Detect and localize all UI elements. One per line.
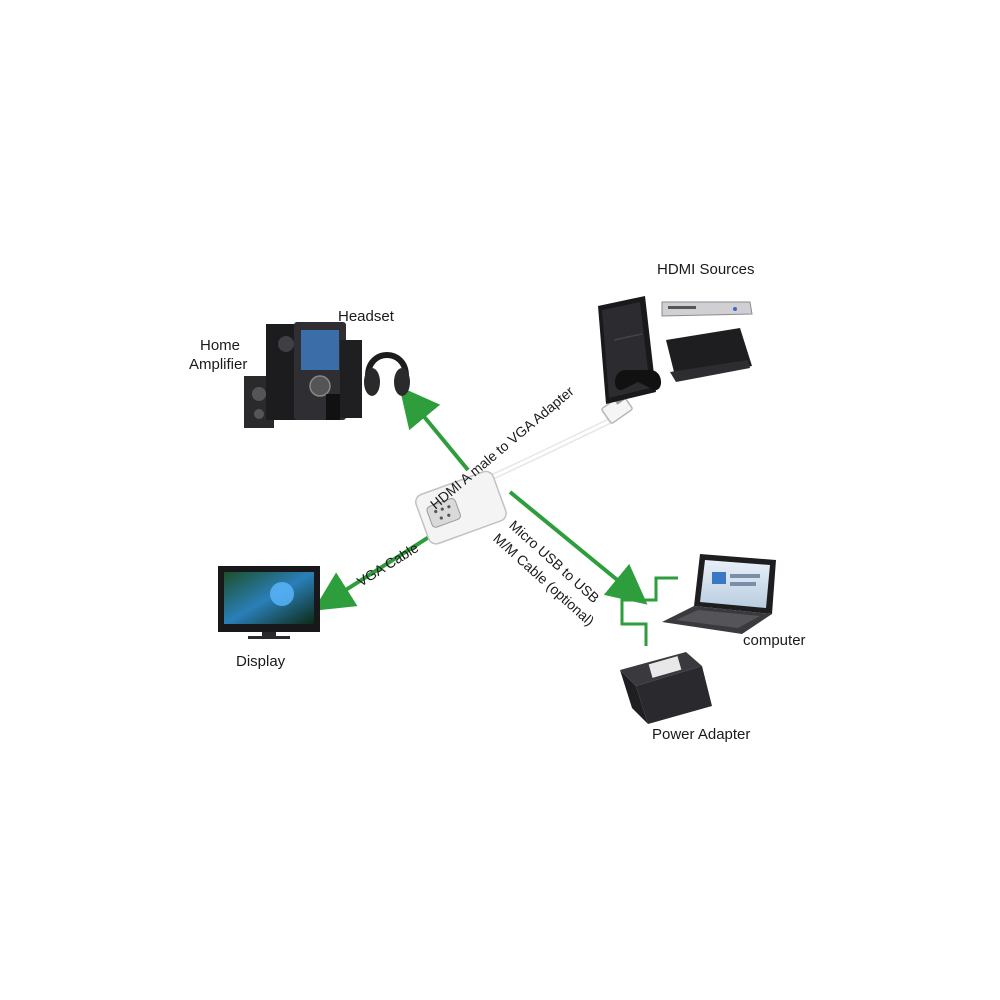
power-adapter-icon (620, 652, 712, 724)
label-power-adapter: Power Adapter (652, 726, 751, 743)
headphones-icon (364, 352, 410, 396)
arrow-to-computer (508, 490, 648, 605)
arrow-to-display (313, 528, 442, 611)
label-computer: computer (743, 632, 806, 649)
computer-power-bracket (620, 576, 678, 646)
label-home-amplifier-line1: Home (200, 337, 241, 354)
slim-console-icon (666, 328, 752, 382)
dvd-player-icon (661, 301, 753, 317)
hdmi-vga-adapter-icon (415, 391, 633, 545)
speaker-system-icon (244, 322, 362, 428)
label-headset: Headset (338, 308, 394, 325)
label-hdmi-sources: HDMI Sources (657, 261, 755, 278)
laptop-icon (662, 554, 776, 634)
label-home-amplifier-line2: Amplifier (189, 356, 248, 373)
arrows (313, 386, 678, 646)
arrow-to-amplifier (399, 386, 470, 472)
game-console-icon (598, 296, 662, 404)
tv-display-icon (218, 566, 320, 639)
label-display: Display (236, 653, 286, 670)
